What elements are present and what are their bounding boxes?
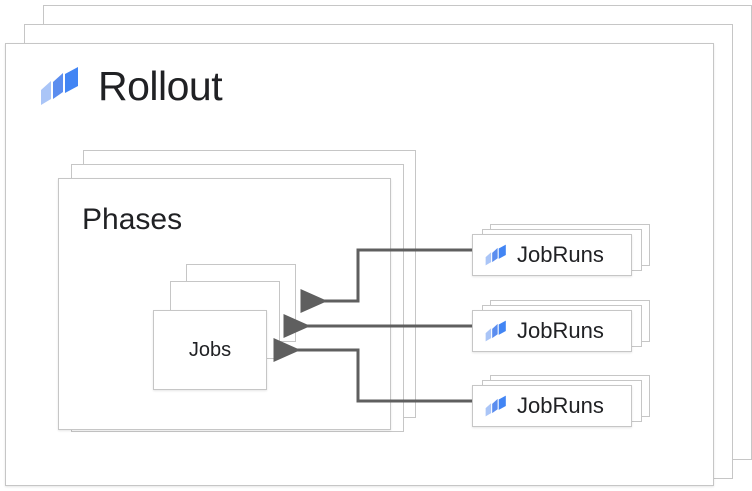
jobrun-card-1[interactable]: JobRuns xyxy=(472,224,650,276)
jobrun-3-frame-front[interactable]: JobRuns xyxy=(472,385,632,427)
jobrun-2-frame-front[interactable]: JobRuns xyxy=(472,310,632,352)
jobrun-card-3[interactable]: JobRuns xyxy=(472,375,650,427)
jobs-node: Jobs xyxy=(153,310,267,390)
rollout-logo-icon xyxy=(38,64,82,108)
jobrun-label: JobRuns xyxy=(517,393,604,418)
rollout-logo-icon xyxy=(484,243,508,267)
jobrun-label: JobRuns xyxy=(517,242,604,267)
rollout-header: Rollout xyxy=(38,62,223,109)
jobs-label: Jobs xyxy=(188,338,232,361)
jobs-frame-front xyxy=(153,310,267,390)
jobrun-1-frame-front[interactable]: JobRuns xyxy=(472,234,632,276)
rollout-logo-icon xyxy=(484,394,508,418)
phases-title: Phases xyxy=(82,203,183,236)
jobrun-card-2[interactable]: JobRuns xyxy=(472,300,650,352)
rollout-logo-icon xyxy=(484,319,508,343)
page-title: Rollout xyxy=(98,62,223,109)
jobrun-label: JobRuns xyxy=(517,318,604,343)
